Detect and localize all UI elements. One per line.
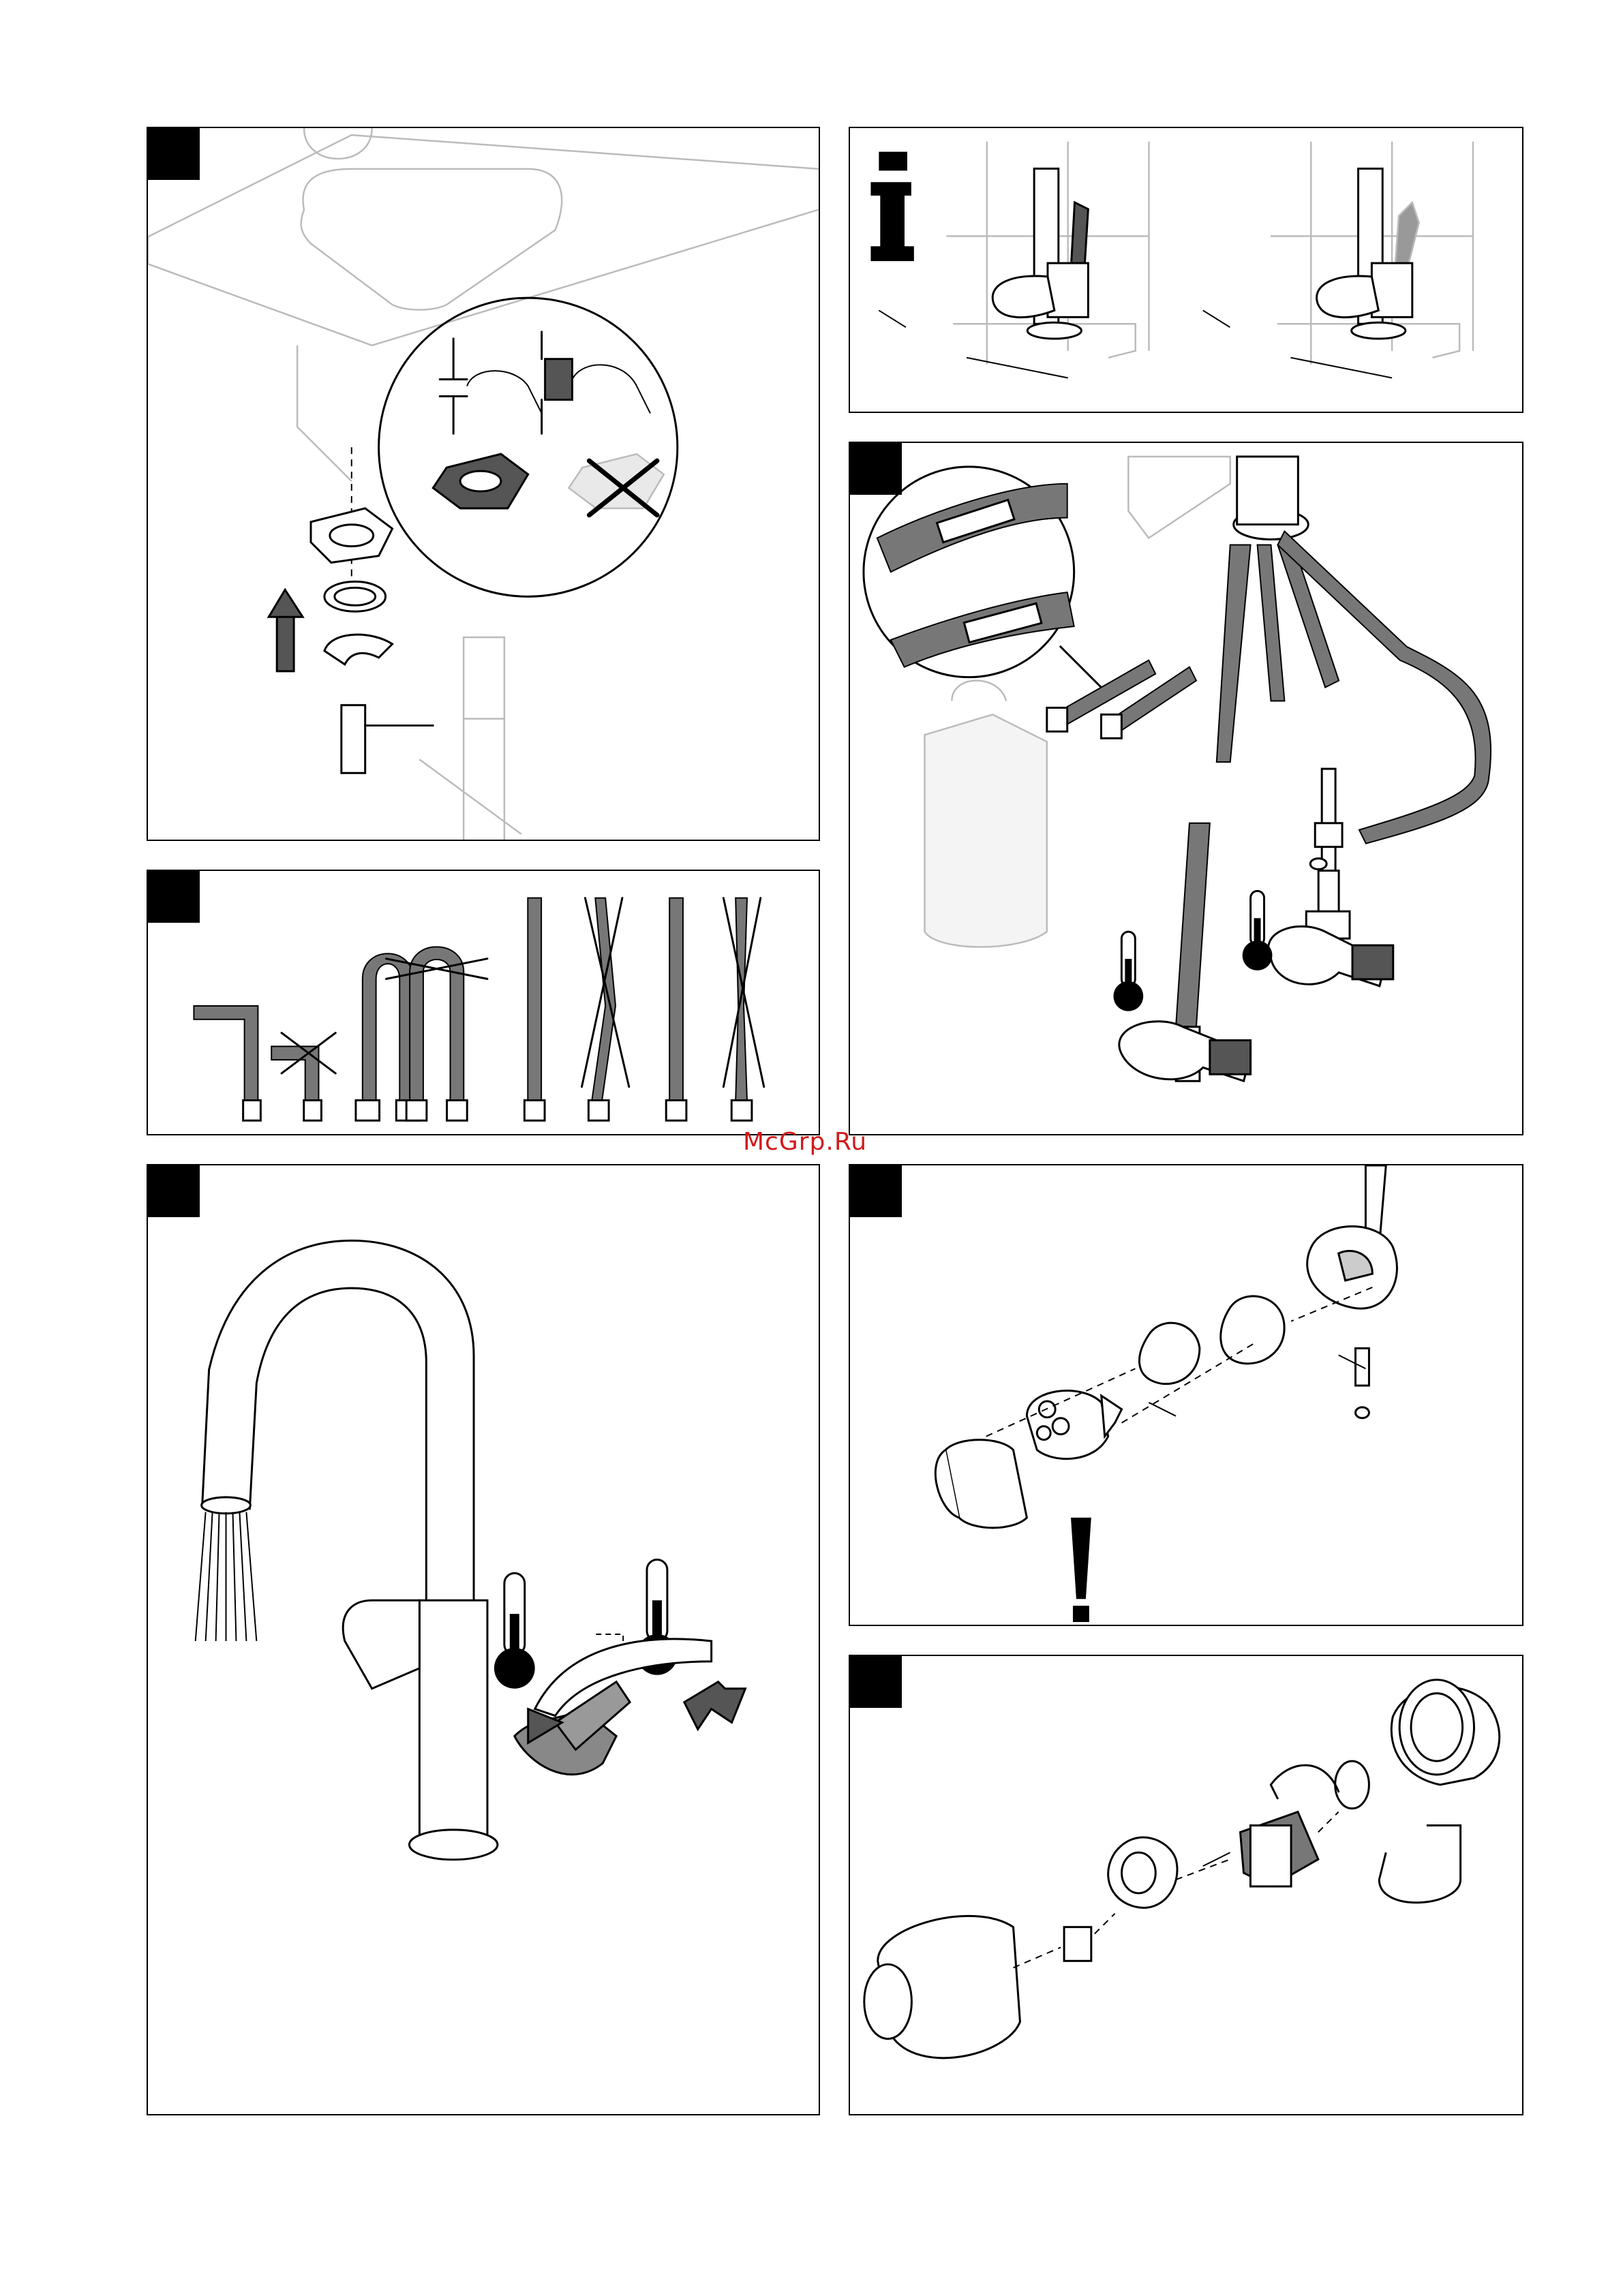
panel-sink-installation [147,127,820,841]
panel-cartridge-exploded [849,1164,1523,1626]
watermark-text: McGrp.Ru [743,1128,867,1156]
panel-info-handle-orientation [849,127,1523,413]
faucet-operation-illustration [148,1165,819,2114]
warning-exclamation-icon [1071,1518,1091,1622]
thermometer-icon [494,1573,535,1688]
panel-faucet-operation [147,1164,820,2115]
hose-bending-illustration [148,871,819,1134]
thermometer-icon [1113,932,1143,1011]
cartridge-exploded-illustration [850,1165,1522,1625]
thermometer-icon [1243,891,1273,970]
arrow-up-icon [269,590,303,671]
valve-head-exploded-illustration [850,1656,1522,2114]
panel-valve-head-exploded [849,1655,1523,2115]
handle-orientation-illustration [850,128,1522,412]
panel-hose-connections [849,442,1523,1135]
sink-installation-illustration [148,128,819,840]
hose-connections-illustration [850,443,1522,1134]
info-i-icon [870,152,913,261]
panel-hose-bending-rules [147,870,820,1135]
